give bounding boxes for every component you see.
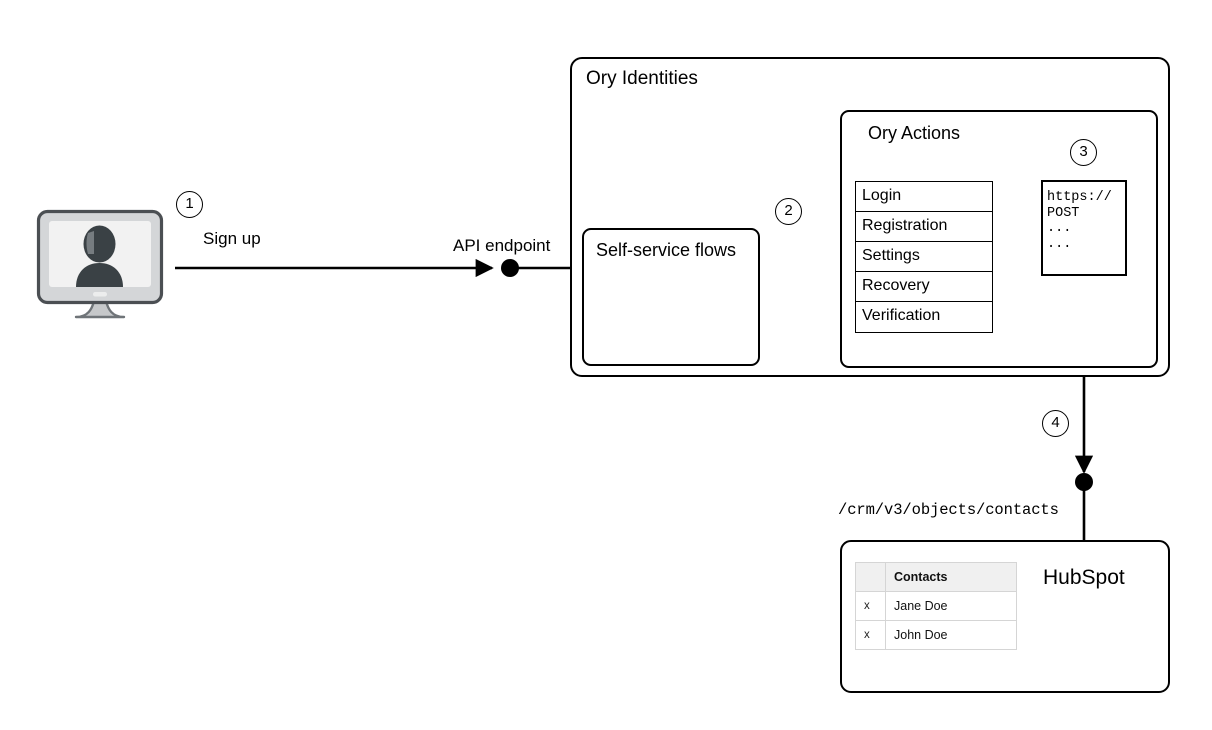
ory-actions-title: Ory Actions (868, 123, 961, 143)
cell-mark: x (855, 591, 886, 621)
column-header-contacts: Contacts (885, 562, 1017, 592)
table-header-row: Contacts (855, 562, 1017, 592)
edge-label-sign-up: Sign up (203, 229, 261, 248)
step-badge-3: 3 (1070, 139, 1097, 166)
cell-contact-name: Jane Doe (885, 591, 1017, 621)
flow-item-login[interactable]: Login (856, 182, 992, 212)
step-badge-1: 1 (176, 191, 203, 218)
edge-signup (175, 258, 572, 278)
edge-label-crm-path: /crm/v3/objects/contacts (838, 501, 1059, 519)
edge-label-api-endpoint: API endpoint (453, 236, 551, 255)
cell-mark: x (855, 620, 886, 650)
webhook-request-code: https:// POST ... ... (1047, 190, 1112, 252)
cell-contact-name: John Doe (885, 620, 1017, 650)
desktop-monitor-user-icon (36, 209, 164, 319)
table-row[interactable]: x John Doe (855, 620, 1017, 650)
ory-identities-title: Ory Identities (586, 68, 698, 89)
flow-item-settings[interactable]: Settings (856, 242, 992, 272)
step-badge-2: 2 (775, 198, 802, 225)
self-service-flows-box (582, 228, 760, 366)
hubspot-contacts-table: Contacts x Jane Doe x John Doe (855, 562, 1017, 650)
flow-item-registration[interactable]: Registration (856, 212, 992, 242)
flow-item-verification[interactable]: Verification (856, 302, 992, 332)
flow-item-recovery[interactable]: Recovery (856, 272, 992, 302)
self-service-flow-list: Login Registration Settings Recovery Ver… (855, 181, 993, 333)
column-header-mark (855, 562, 886, 592)
hubspot-title: HubSpot (1043, 566, 1125, 589)
self-service-flows-title: Self-service flows (596, 240, 737, 260)
table-row[interactable]: x Jane Doe (855, 591, 1017, 621)
webhook-request-box (1041, 180, 1127, 276)
step-badge-4: 4 (1042, 410, 1069, 437)
